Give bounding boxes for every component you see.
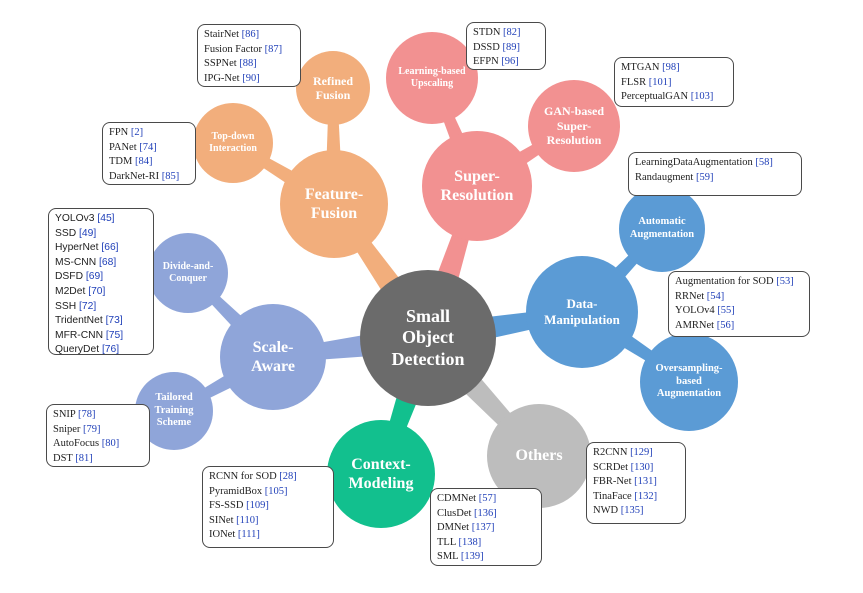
gan-based-super-resolution-label: GAN-based Super- Resolution (543, 104, 604, 148)
list-item: FS-SSD [109] (209, 500, 269, 512)
oversampling-augmentation-label: Oversampling- based Augmentation (655, 363, 723, 400)
list-item: MFR-CNN [75] (55, 329, 124, 341)
list-item: YOLOv4 [55] (675, 305, 735, 317)
refined-fusion-label: Refined Fusion (313, 73, 353, 102)
divide-and-conquer-label: Divide-and- Conquer (162, 261, 214, 284)
list-item: SSH [72] (55, 300, 97, 312)
list-item: ClusDet [136] (437, 507, 497, 519)
list-item: MTGAN [98] (621, 62, 680, 73)
list-item: AMRNet [56] (675, 319, 735, 331)
list-item: SNIP [78] (53, 409, 96, 420)
list-item: SCRDet [130] (593, 461, 654, 473)
data-manipulation-label: Data- Manipulation (544, 296, 620, 327)
refined-fusion-list: StairNet [86] Fusion Factor [87] SSPNet … (197, 24, 301, 87)
list-item: RRNet [54] (675, 290, 725, 302)
refined-fusion-node: Refined Fusion (296, 51, 370, 125)
list-item: PyramidBox [105] (209, 485, 288, 497)
scale-aware-node: Scale- Aware (220, 304, 326, 410)
center-node: Small Object Detection (360, 270, 496, 406)
list-item: TDM [84] (109, 156, 153, 168)
super-resolution-label: Super- Resolution (440, 167, 514, 204)
list-item: R2CNN [129] (593, 447, 653, 458)
context-modeling-node: Context- Modeling (327, 420, 435, 528)
list-item: M2Det [70] (55, 285, 106, 297)
list-item: Fusion Factor [87] (204, 43, 283, 55)
list-item: DSSD [89] (473, 41, 520, 53)
list-item: FBR-Net [131] (593, 476, 657, 488)
divide-and-conquer-node: Divide-and- Conquer (148, 233, 228, 313)
others-list-right: R2CNN [129] SCRDet [130] FBR-Net [131] T… (586, 442, 686, 524)
list-item: Augmentation for SOD [53] (675, 276, 794, 287)
list-item: PerceptualGAN [103] (621, 91, 714, 103)
learning-based-upscaling-label: Learning-based Upscaling (398, 66, 466, 89)
list-item: YOLOv3 [45] (55, 213, 115, 224)
list-item: TLL [138] (437, 536, 482, 548)
oversampling-augmentation-node: Oversampling- based Augmentation (640, 333, 738, 431)
top-down-interaction-list: FPN [2] PANet [74] TDM [84] DarkNet-RI [… (102, 122, 196, 185)
list-item: STDN [82] (473, 27, 521, 38)
feature-fusion-label: Feature- Fusion (304, 185, 364, 222)
list-item: Randaugment [59] (635, 171, 714, 183)
context-modeling-label: Context- Modeling (348, 455, 414, 492)
list-item: EFPN [96] (473, 56, 519, 68)
tailored-training-scheme-list: SNIP [78] Sniper [79] AutoFocus [80] DST… (46, 404, 150, 467)
list-item: IONet [111] (209, 529, 260, 541)
oversampling-augmentation-list: Augmentation for SOD [53] RRNet [54] YOL… (668, 271, 810, 337)
list-item: RCNN for SOD [28] (209, 471, 297, 482)
list-item: DMNet [137] (437, 522, 495, 534)
list-item: QueryDet [76] (55, 344, 120, 356)
others-label: Others (515, 447, 563, 465)
list-item: DST [81] (53, 452, 93, 464)
list-item: LearningDataAugmentation [58] (635, 157, 773, 168)
list-item: StairNet [86] (204, 29, 260, 40)
list-item: IPG-Net [90] (204, 72, 260, 84)
others-list-left: CDMNet [57] ClusDet [136] DMNet [137] TL… (430, 488, 542, 566)
list-item: DSFD [69] (55, 271, 104, 283)
automatic-augmentation-label: Automatic Augmentation (629, 216, 695, 240)
list-item: TridentNet [73] (55, 315, 123, 327)
gan-based-super-resolution-list: MTGAN [98] FLSR [101] PerceptualGAN [103… (614, 57, 734, 107)
list-item: CDMNet [57] (437, 493, 497, 504)
learning-based-upscaling-node: Learning-based Upscaling (386, 32, 478, 124)
list-item: FLSR [101] (621, 76, 672, 88)
automatic-augmentation-node: Automatic Augmentation (619, 186, 705, 272)
list-item: PANet [74] (109, 141, 157, 153)
list-item: SSD [49] (55, 227, 97, 239)
gan-based-super-resolution-node: GAN-based Super- Resolution (528, 80, 620, 172)
learning-based-upscaling-list: STDN [82] DSSD [89] EFPN [96] (466, 22, 546, 70)
list-item: AutoFocus [80] (53, 438, 120, 450)
feature-fusion-node: Feature- Fusion (280, 150, 388, 258)
list-item: SINet [110] (209, 514, 259, 526)
list-item: MS-CNN [68] (55, 256, 117, 268)
list-item: HyperNet [66] (55, 242, 119, 254)
list-item: FPN [2] (109, 127, 144, 138)
list-item: DarkNet-RI [85] (109, 170, 180, 182)
center-label: Small Object Detection (391, 305, 465, 369)
top-down-interaction-node: Top-down Interaction (193, 103, 273, 183)
divide-and-conquer-list: YOLOv3 [45] SSD [49] HyperNet [66] MS-CN… (48, 208, 154, 355)
super-resolution-node: Super- Resolution (422, 131, 532, 241)
automatic-augmentation-list: LearningDataAugmentation [58] Randaugmen… (628, 152, 802, 196)
data-manipulation-node: Data- Manipulation (526, 256, 638, 368)
list-item: TinaFace [132] (593, 490, 658, 502)
list-item: Sniper [79] (53, 423, 101, 435)
top-down-interaction-label: Top-down Interaction (209, 131, 257, 154)
list-item: SML [139] (437, 551, 484, 563)
list-item: NWD [135] (593, 505, 644, 517)
scale-aware-label: Scale- Aware (251, 338, 295, 375)
context-modeling-list: RCNN for SOD [28] PyramidBox [105] FS-SS… (202, 466, 334, 548)
tailored-training-scheme-label: Tailored Training Scheme (154, 392, 194, 429)
list-item: SSPNet [88] (204, 58, 257, 70)
